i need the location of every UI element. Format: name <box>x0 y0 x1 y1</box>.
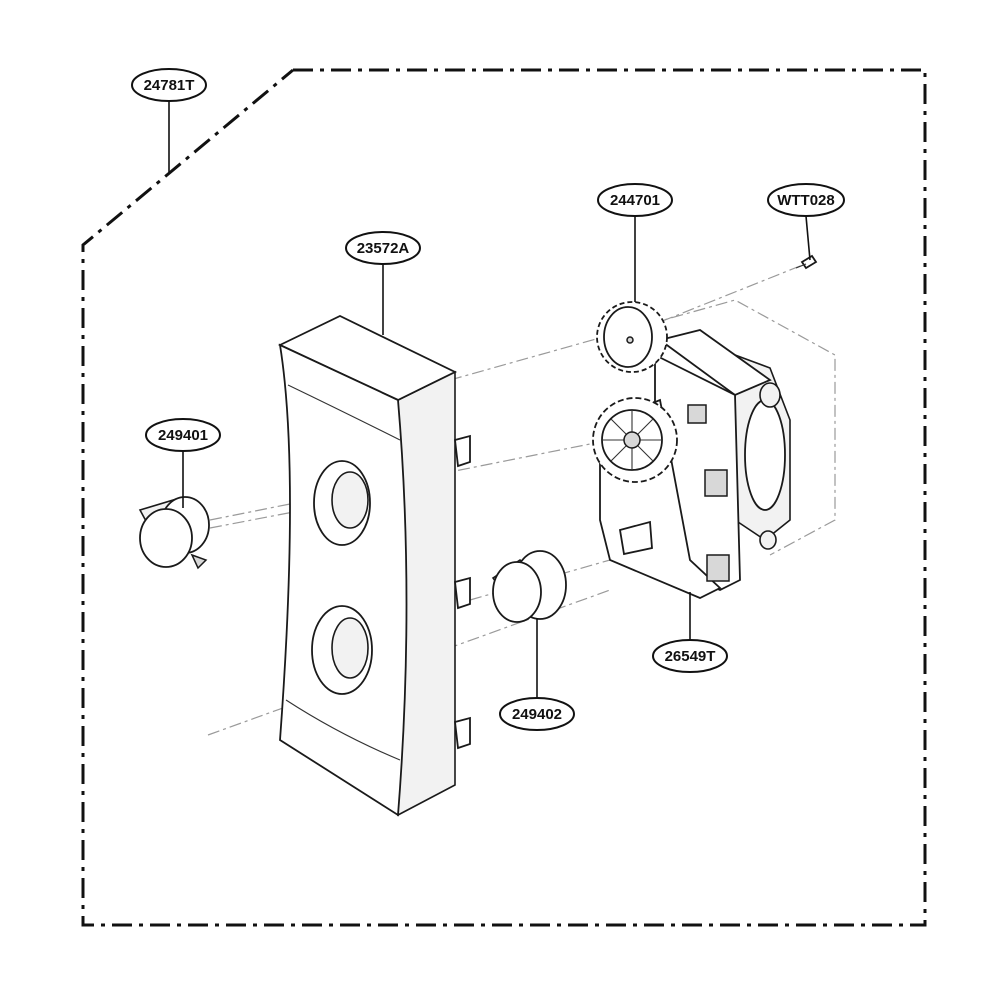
screw-part <box>795 254 818 270</box>
callout-timer: 26549T <box>652 639 728 673</box>
assembly-boundary <box>81 68 927 927</box>
control-panel-part <box>277 314 471 817</box>
callout-screw: WTT028 <box>767 183 845 217</box>
callout-assembly: 24781T <box>131 68 207 102</box>
callout-label: WTT028 <box>777 192 835 209</box>
callout-label: 26549T <box>665 648 716 665</box>
leader-lines <box>168 101 811 698</box>
callout-knob-left: 249401 <box>145 418 221 452</box>
callout-label: 24781T <box>144 77 195 94</box>
callout-label: 249402 <box>512 706 562 723</box>
callout-gear: 244701 <box>597 183 673 217</box>
callout-label: 244701 <box>610 192 660 209</box>
knob-right-part <box>491 550 567 623</box>
callout-panel: 23572A <box>345 231 421 265</box>
callout-label: 23572A <box>357 240 410 257</box>
gear-part <box>596 301 668 373</box>
knob-left-part <box>138 496 210 570</box>
callout-knob-right: 249402 <box>499 697 575 731</box>
callout-label: 249401 <box>158 427 208 444</box>
timer-mechanism-part <box>599 329 791 599</box>
drive-gear <box>592 397 678 483</box>
